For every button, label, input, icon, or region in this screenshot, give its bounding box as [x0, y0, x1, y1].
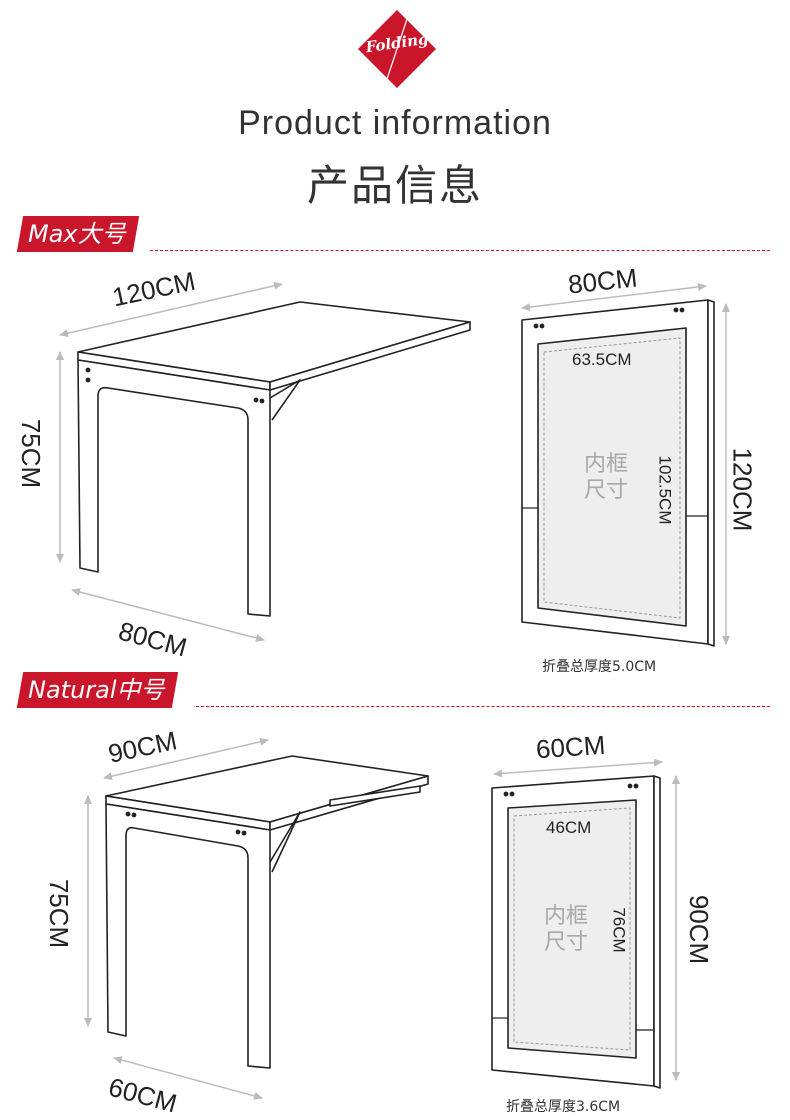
section-label-max: Max大号 — [16, 216, 139, 252]
max-panel-height-label: 120CM — [727, 447, 758, 532]
natural-table-height-label: 75CM — [44, 878, 75, 949]
natural-panel-width-label: 60CM — [535, 729, 607, 765]
natural-table-drawing — [105, 755, 429, 1069]
section-divider-max — [150, 250, 770, 251]
natural-table-width-arrow — [103, 737, 269, 781]
max-table-drawing — [77, 301, 471, 617]
natural-panel-inner-height-label: 76CM — [609, 907, 629, 953]
max-panel-width-arrow — [521, 282, 707, 312]
max-thickness-note: 折叠总厚度5.0CM — [542, 659, 657, 675]
section-divider-natural — [196, 706, 770, 707]
max-panel-inner-label: 内框 尺寸 — [584, 452, 629, 503]
natural-panel-drawing — [491, 775, 661, 1089]
folding-badge-icon — [358, 10, 436, 88]
section-label-natural: Natural中号 — [16, 672, 178, 708]
natural-panel-inner-label: 内框 尺寸 — [544, 904, 589, 955]
page-title-en: Product information — [238, 104, 552, 142]
max-table-height-label: 75CM — [16, 418, 47, 489]
max-table-depth-arrow — [71, 588, 265, 642]
natural-panel-width-arrow — [493, 758, 663, 778]
max-panel-inner-height-label: 102.5CM — [655, 455, 675, 525]
max-table-width-arrow — [59, 281, 283, 338]
natural-table-depth-arrow — [113, 1056, 263, 1100]
natural-panel-inner-width-label: 46CM — [546, 818, 592, 837]
max-panel-drawing — [521, 299, 715, 647]
natural-panel-height-label: 90CM — [684, 894, 715, 965]
page-title-cn: 产品信息 — [306, 161, 483, 210]
natural-thickness-note: 折叠总厚度3.6CM — [506, 1099, 621, 1115]
max-panel-inner-width-label: 63.5CM — [572, 350, 632, 369]
